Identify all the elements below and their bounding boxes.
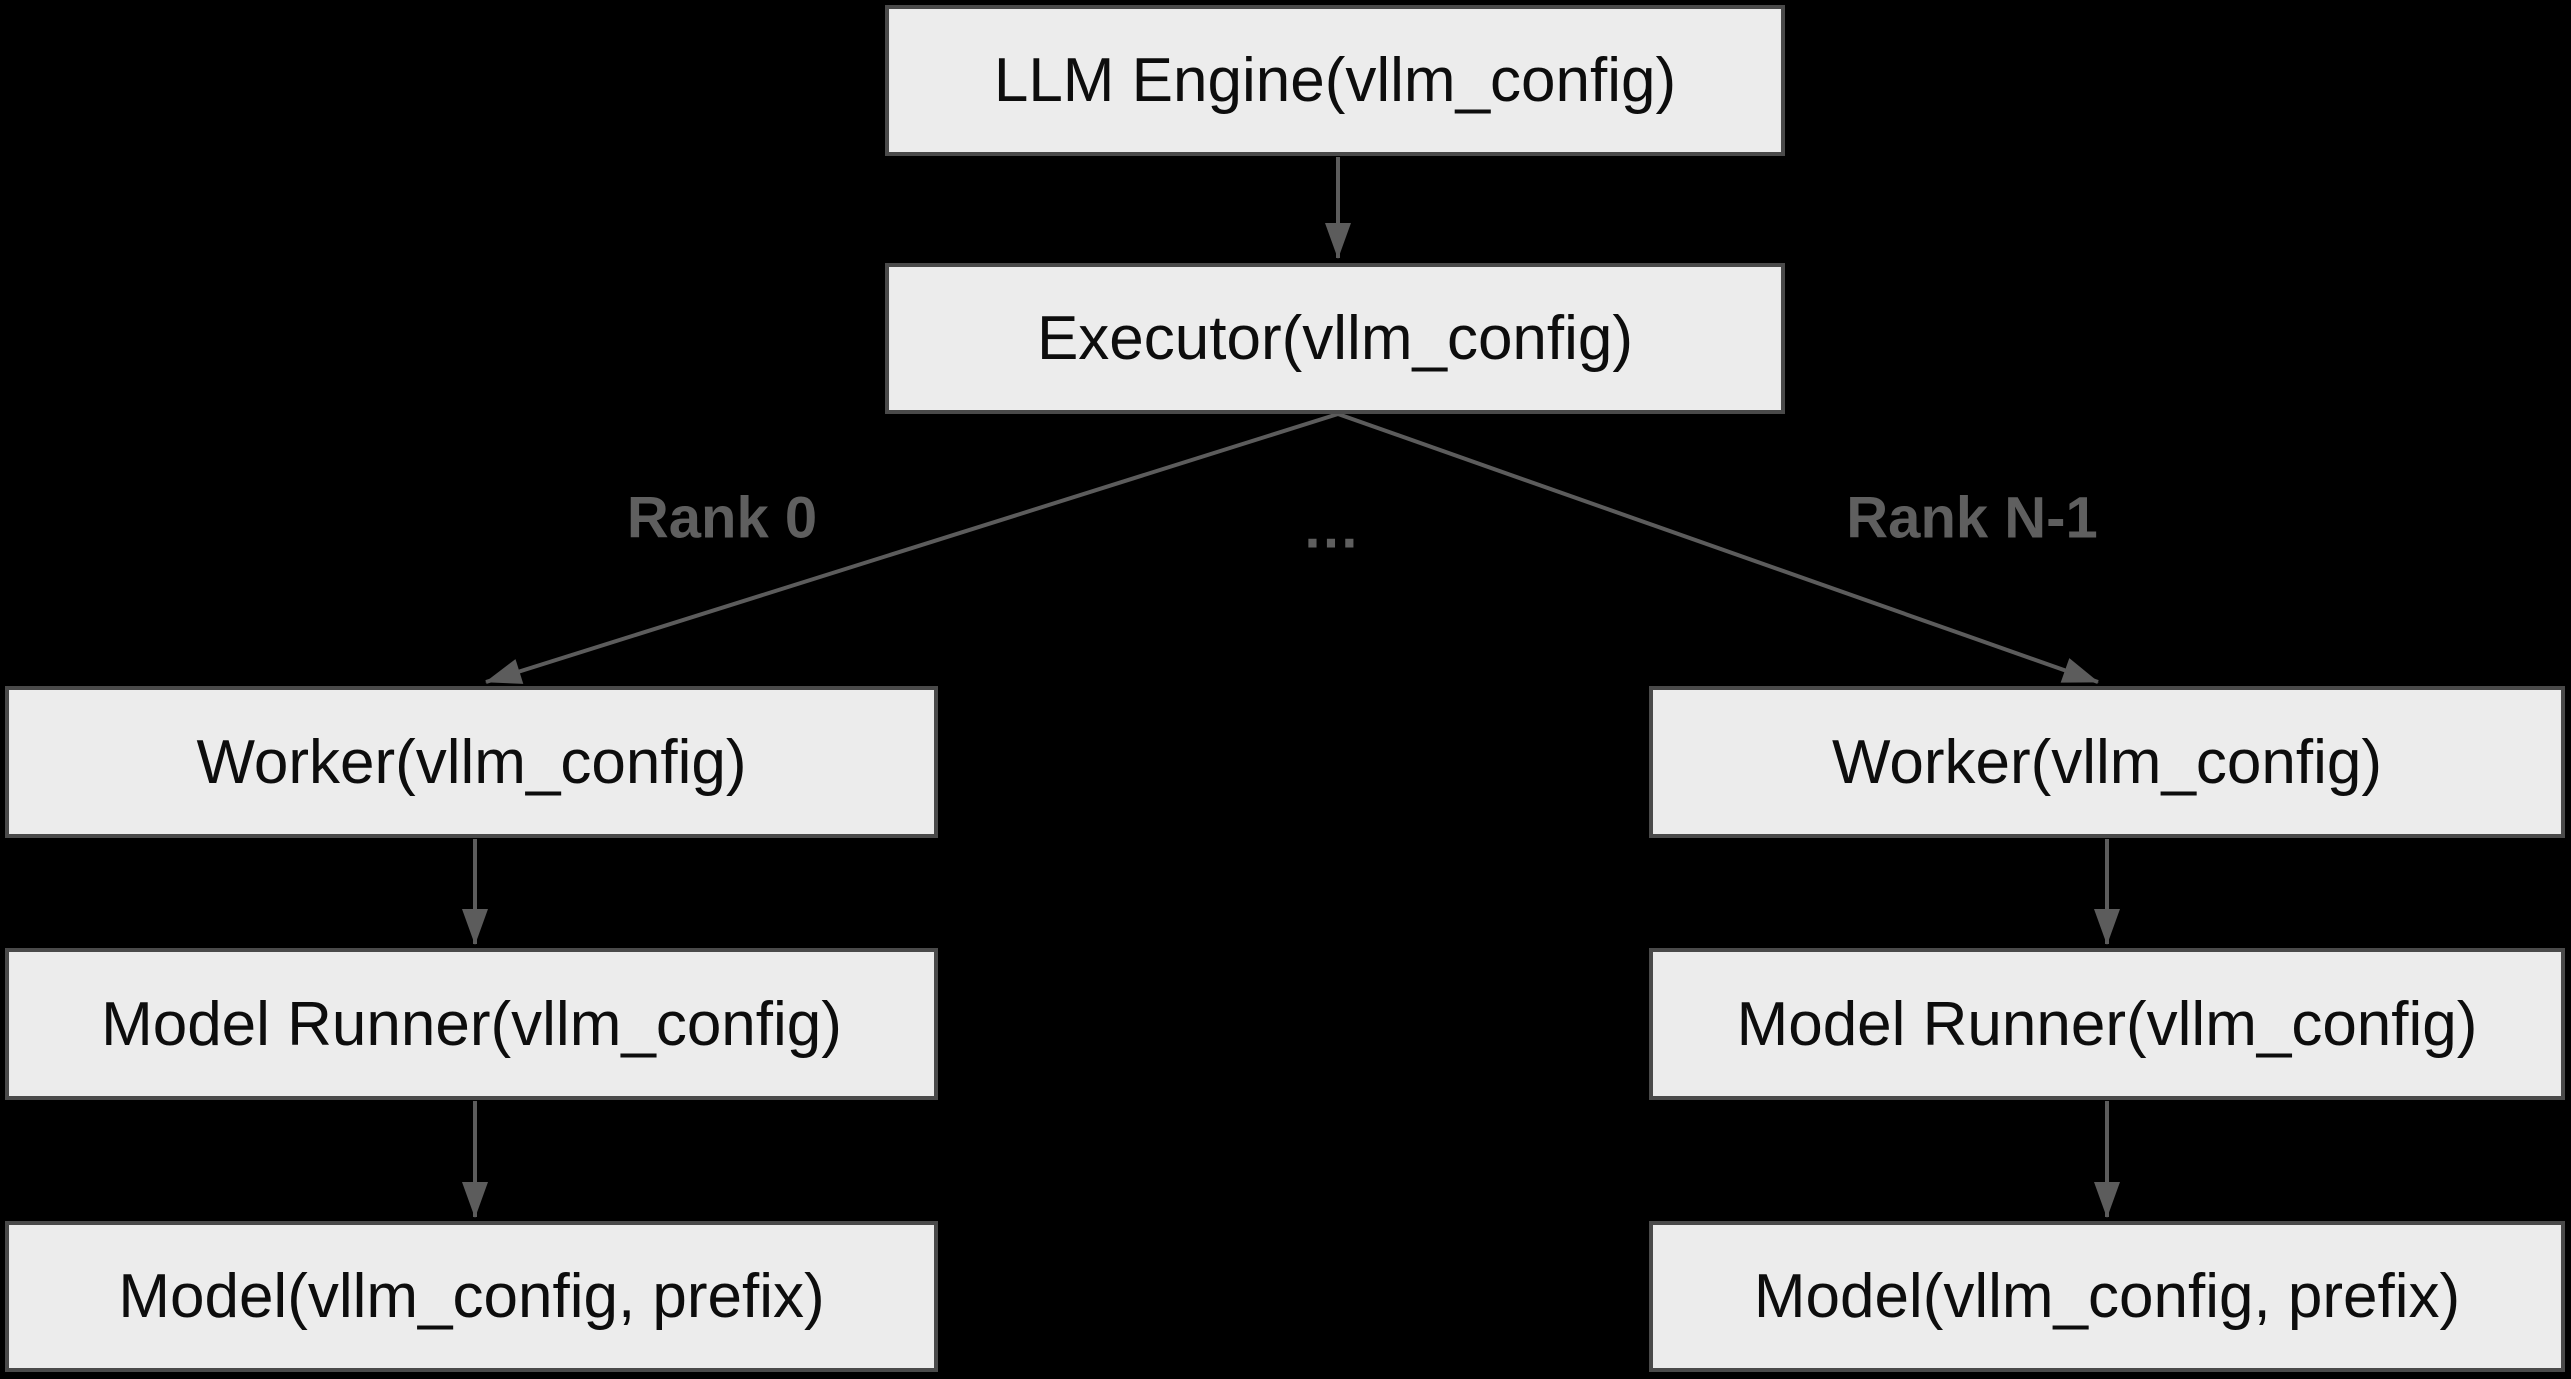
edge-executor-to-worker-rank0 [485,412,1339,684]
node-model-runner-rank0: Model Runner(vllm_config) [5,948,938,1100]
edge-executor-to-worker-rankN [1337,412,2099,684]
node-model-runner-rankN: Model Runner(vllm_config) [1649,948,2565,1100]
edge-label-rank-0: Rank 0 [626,485,818,551]
node-model-rankN: Model(vllm_config, prefix) [1649,1221,2565,1372]
edge-label-ellipsis: … [1302,495,1360,561]
node-model-rank0: Model(vllm_config, prefix) [5,1221,938,1372]
node-worker-rankN: Worker(vllm_config) [1649,686,2565,838]
edge-label-rank-n-1: Rank N-1 [1846,485,2098,551]
node-worker-rank0: Worker(vllm_config) [5,686,938,838]
node-llm-engine: LLM Engine(vllm_config) [885,5,1785,156]
node-executor: Executor(vllm_config) [885,263,1785,414]
